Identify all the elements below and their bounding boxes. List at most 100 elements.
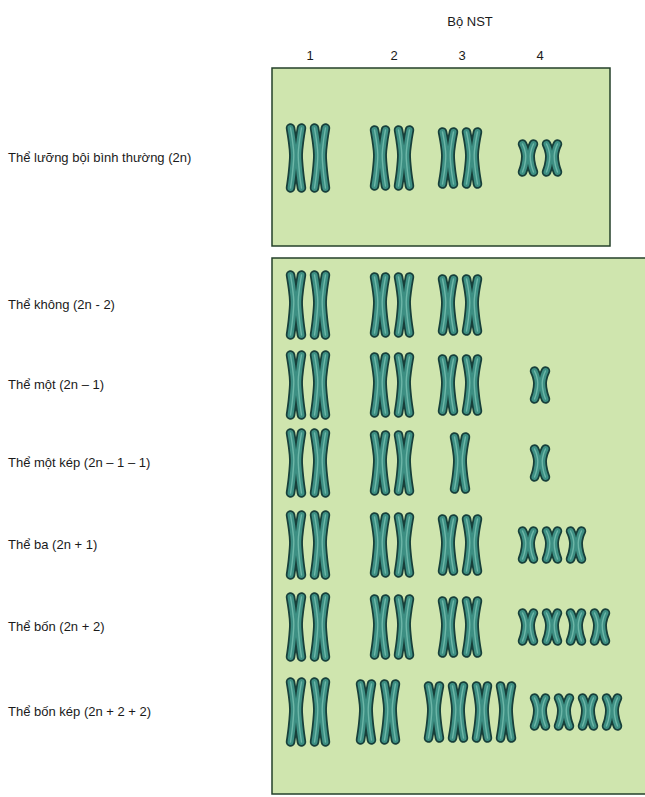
chromatid-outline (474, 601, 477, 653)
chromatid (298, 515, 301, 575)
chromatid-outline (450, 519, 453, 571)
chromatid-outline (578, 531, 581, 559)
chromatid-highlight (443, 279, 446, 331)
chromatid-outline (450, 359, 453, 411)
chromatid-highlight (399, 357, 402, 413)
chromatid-highlight (291, 275, 294, 335)
chromatid-highlight (322, 433, 325, 493)
chromosome (523, 531, 534, 559)
chromosome (315, 355, 326, 415)
row-label: Thể bốn (2n + 2) (8, 619, 104, 635)
chromatid-highlight (406, 517, 409, 573)
row-label: Thể một (2n – 1) (8, 377, 104, 393)
chromatid-outline (291, 597, 294, 657)
chromosome (315, 597, 326, 657)
chromatid (571, 531, 574, 559)
chromosome (291, 597, 302, 657)
aneuploid-panel (272, 258, 645, 794)
chromatid-outline (535, 698, 538, 726)
chromatid-highlight (382, 517, 385, 573)
chromatid-highlight (474, 601, 477, 653)
chromosome (399, 277, 410, 333)
chromatid (501, 686, 504, 738)
chromatid-outline (291, 128, 294, 188)
chromatid-highlight (322, 355, 325, 415)
chromatid (291, 128, 294, 188)
chromatid-highlight (474, 279, 477, 331)
chromatid (450, 519, 453, 571)
chromatid (477, 686, 480, 738)
chromatid (530, 144, 533, 172)
chromatid-highlight (450, 132, 453, 184)
chromatid (382, 357, 385, 413)
chromatid-outline (382, 517, 385, 573)
chromatid-highlight (291, 515, 294, 575)
chromatid-outline (443, 359, 446, 411)
chromatid (315, 597, 318, 657)
chromatid-outline (315, 128, 318, 188)
chromatid-outline (291, 515, 294, 575)
chromatid (566, 698, 569, 726)
chromosome (467, 519, 478, 571)
chromatid-highlight (530, 531, 533, 559)
chromosome (375, 435, 386, 491)
chromatid-highlight (361, 684, 364, 740)
chromatid-outline (322, 597, 325, 657)
chromosome (291, 275, 302, 335)
chromatid-outline (450, 279, 453, 331)
chromatid (298, 355, 301, 415)
chromatid-highlight (443, 359, 446, 411)
chromosome (443, 519, 454, 571)
chromatid (523, 613, 526, 641)
chromatid (406, 517, 409, 573)
chromatid-outline (467, 279, 470, 331)
chromatid-outline (535, 449, 538, 477)
chromatid-highlight (554, 613, 557, 641)
chromosome (501, 686, 512, 738)
chromatid (375, 435, 378, 491)
chromatid (291, 275, 294, 335)
chromatid-outline (406, 130, 409, 186)
chromatid (315, 433, 318, 493)
chromatid-highlight (474, 359, 477, 411)
chromatid (399, 357, 402, 413)
chromatid-highlight (443, 519, 446, 571)
chromatid-highlight (462, 437, 465, 489)
chromatid (535, 449, 538, 477)
chromatid (399, 517, 402, 573)
chromatid-highlight (571, 613, 574, 641)
chromatid (547, 144, 550, 172)
chromatid-outline (460, 686, 463, 738)
chromatid-highlight (554, 144, 557, 172)
chromatid-outline (382, 435, 385, 491)
chromatid-highlight (382, 599, 385, 655)
chromatid (443, 519, 446, 571)
chromatid-outline (399, 277, 402, 333)
chromatid-highlight (315, 275, 318, 335)
chromatid (322, 355, 325, 415)
chromosome (455, 437, 466, 489)
chromatid-highlight (590, 698, 593, 726)
chromosome (291, 355, 302, 415)
chromatid-highlight (298, 682, 301, 742)
chromatid-outline (477, 686, 480, 738)
chromatid-highlight (315, 355, 318, 415)
chromatid-outline (322, 355, 325, 415)
chromatid-outline (368, 684, 371, 740)
chromatid (554, 531, 557, 559)
chromosome (361, 684, 372, 740)
chromatid-highlight (375, 599, 378, 655)
chromatid-outline (322, 275, 325, 335)
chromatid (474, 359, 477, 411)
chromatid-highlight (578, 531, 581, 559)
chromosome (535, 449, 546, 477)
chromatid (322, 433, 325, 493)
chromosome (547, 613, 558, 641)
chromatid-outline (523, 144, 526, 172)
chromatid-highlight (542, 449, 545, 477)
chromosome (375, 517, 386, 573)
chromatid-outline (450, 601, 453, 653)
chromatid-highlight (399, 130, 402, 186)
chromatid-outline (566, 698, 569, 726)
chromosome (291, 128, 302, 188)
